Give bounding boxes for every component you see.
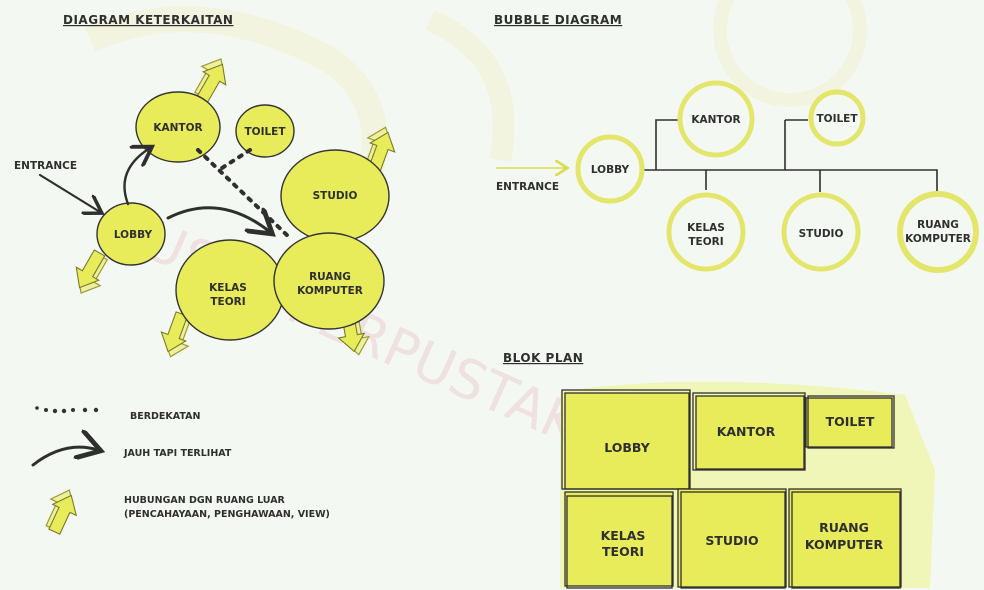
bubble-ruang-label: RUANG bbox=[917, 219, 959, 231]
room-ruang-komputer bbox=[788, 488, 902, 588]
legend-dots-icon bbox=[35, 406, 99, 414]
blok-ruang-label: RUANG bbox=[819, 520, 869, 535]
legend-outside-arrow-icon bbox=[38, 483, 86, 538]
bubble-studio-label: STUDIO bbox=[799, 228, 844, 240]
toilet-label: TOILET bbox=[244, 126, 286, 138]
ring-kelas-teori bbox=[666, 192, 746, 272]
blok-kelas-label: KELAS bbox=[601, 528, 646, 543]
lobby-label: LOBBY bbox=[114, 229, 153, 241]
diagram-keterkaitan: DIAGRAM KETERKAITAN ENTRANCE KANTOR TOIL… bbox=[14, 13, 403, 362]
bubble-lobby bbox=[96, 202, 166, 266]
blok-kantor-label: KANTOR bbox=[717, 424, 776, 439]
ring-lobby bbox=[575, 134, 645, 204]
blok-teori-label: TEORI bbox=[602, 544, 644, 559]
ring-toilet bbox=[808, 89, 866, 147]
bubble-toilet-label: TOILET bbox=[816, 113, 858, 125]
bubble-komputer-label: KOMPUTER bbox=[905, 233, 971, 245]
blok-plan-rooms bbox=[561, 389, 902, 589]
ring-ruang-komputer bbox=[897, 191, 979, 273]
blok-komputer-label: KOMPUTER bbox=[805, 537, 884, 552]
legend-hubungan-1: HUBUNGAN DGN RUANG LUAR bbox=[124, 495, 286, 506]
blok-studio-label: STUDIO bbox=[705, 533, 758, 548]
link-lobby-ruang bbox=[166, 206, 270, 232]
link-kantor-ruang-dotted bbox=[196, 148, 292, 240]
bubble-lobby-label: LOBBY bbox=[591, 164, 630, 176]
kelas-label: KELAS bbox=[209, 282, 247, 294]
legend-jauh: JAUH TAPI TERLIHAT bbox=[123, 448, 232, 459]
komputer-label: KOMPUTER bbox=[297, 285, 363, 297]
bubble-kelas-label: KELAS bbox=[687, 222, 725, 234]
blok-lobby-label: LOBBY bbox=[604, 440, 651, 455]
blok-plan: BLOK PLAN LOBBY KANTOR TOILET KELAS TEOR… bbox=[503, 351, 935, 589]
kantor-label: KANTOR bbox=[153, 122, 202, 134]
entrance-label: ENTRANCE bbox=[14, 160, 77, 172]
blok-toilet-label: TOILET bbox=[826, 414, 875, 429]
link-lobby-kantor bbox=[123, 148, 150, 206]
ring-studio bbox=[781, 192, 861, 272]
bubble-teori-label: TEORI bbox=[688, 236, 723, 248]
bubble-diagram: BUBBLE DIAGRAM ENTRANCE LOBBY KANTOR TOI… bbox=[494, 13, 979, 273]
legend-berdekatan: BERDEKATAN bbox=[130, 411, 200, 422]
bubble-kantor-label: KANTOR bbox=[691, 114, 740, 126]
bubble-connectors bbox=[644, 119, 938, 195]
legend: BERDEKATAN JAUH TAPI TERLIHAT HUBUNGAN D… bbox=[31, 406, 330, 538]
room-toilet bbox=[805, 397, 893, 448]
ruang-label: RUANG bbox=[309, 271, 351, 283]
blok-plan-title: BLOK PLAN bbox=[503, 351, 583, 365]
room-kantor bbox=[695, 395, 805, 470]
studio-label: STUDIO bbox=[313, 190, 358, 202]
legend-arrow-icon bbox=[31, 447, 98, 467]
bubble-entrance-label: ENTRANCE bbox=[496, 181, 559, 193]
bubble-ruang-komputer bbox=[273, 232, 385, 330]
teori-label: TEORI bbox=[210, 296, 245, 308]
room-lobby bbox=[564, 392, 690, 490]
bubble-toilet bbox=[235, 104, 295, 158]
room-kelas-teori bbox=[564, 491, 674, 587]
entrance-arrow bbox=[38, 173, 100, 212]
bubble-kantor bbox=[135, 91, 221, 163]
link-toilet-dotted bbox=[220, 148, 252, 170]
room-studio bbox=[677, 488, 787, 588]
legend-hubungan-2: (PENCAHAYAAN, PENGHAWAAN, VIEW) bbox=[124, 509, 330, 520]
bubble-diagram-title: BUBBLE DIAGRAM bbox=[494, 13, 622, 27]
ring-kantor bbox=[677, 80, 755, 158]
diagram-keterkaitan-title: DIAGRAM KETERKAITAN bbox=[63, 13, 233, 27]
